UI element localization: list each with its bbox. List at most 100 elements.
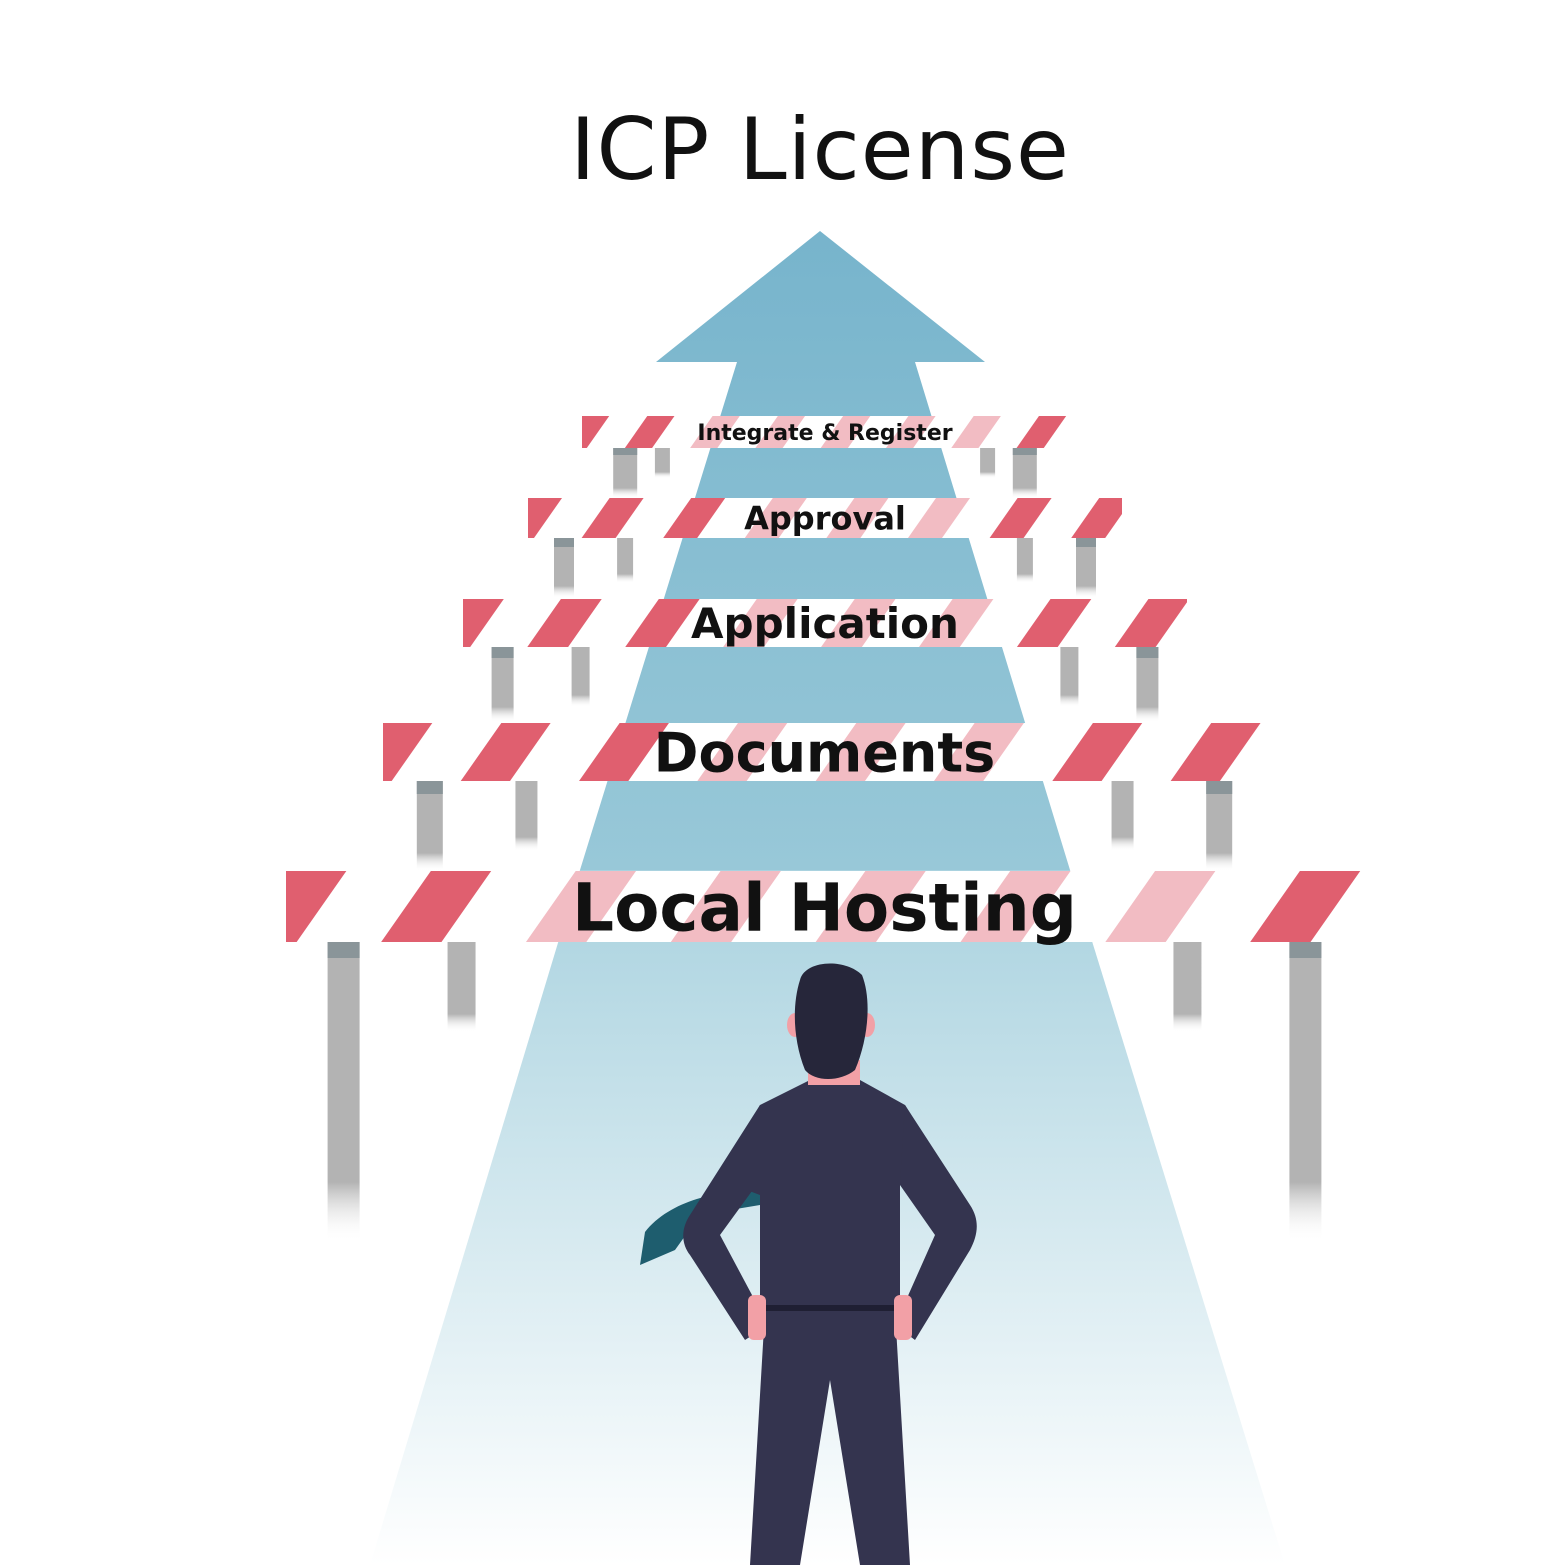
barrier-5: Local Hosting: [286, 869, 1505, 1242]
stripe: [1213, 599, 1287, 647]
barrier-post-inner: [1111, 781, 1134, 851]
stripe: [723, 599, 798, 647]
stripe: [815, 871, 926, 942]
stripe: [579, 723, 669, 781]
barrier-post-cap: [1289, 942, 1322, 958]
stripe: [989, 498, 1052, 538]
barrier-post-inner: [1173, 942, 1202, 1032]
barrier-1: Integrate & Register: [582, 416, 1132, 498]
person-right-hand: [894, 1295, 912, 1340]
barrier-post-inner: [654, 448, 670, 478]
stripe: [286, 871, 347, 942]
stripe: [934, 723, 1024, 781]
stripe: [582, 416, 610, 448]
person-right-arm: [895, 1105, 977, 1340]
stripe: [1289, 723, 1379, 781]
stripe: [670, 871, 781, 942]
stripe: [755, 416, 806, 448]
stripe: [951, 416, 1001, 448]
stripe: [1114, 599, 1187, 647]
stripe: [690, 416, 740, 448]
barriers: Integrate & RegisterApprovalApplicationD…: [286, 416, 1505, 1242]
stripe: [383, 723, 433, 781]
barrier-post-cap: [1136, 647, 1159, 658]
stripe: [625, 599, 700, 647]
barrier-post: [1012, 448, 1037, 498]
barrier-post: [491, 647, 514, 722]
barrier-post: [554, 538, 574, 598]
stripe: [1052, 723, 1143, 781]
barrier-label: Application: [691, 599, 959, 648]
barrier-post-cap: [491, 647, 514, 658]
barrier-stripes: [383, 723, 1379, 781]
stripe: [624, 416, 675, 448]
barrier-post-cap: [613, 448, 638, 455]
person-head: [794, 963, 868, 1079]
barrier-post-inner: [447, 942, 476, 1032]
barrier-post-cap: [554, 538, 574, 547]
stripe: [815, 723, 906, 781]
barrier-post: [1136, 647, 1159, 722]
stripe: [697, 723, 788, 781]
stripe: [1071, 498, 1122, 538]
person-belt: [760, 1305, 900, 1311]
barrier-post-inner: [515, 781, 538, 851]
barrier-stripes: [286, 871, 1505, 942]
barrier-post: [416, 781, 443, 871]
stripe: [528, 498, 562, 538]
stripe: [1016, 599, 1092, 647]
stripe: [1170, 723, 1261, 781]
stripe: [1395, 871, 1505, 942]
stripe: [919, 599, 994, 647]
arrow-shape: [580, 231, 1070, 870]
stripe: [886, 416, 936, 448]
barrier-post: [1206, 781, 1233, 871]
stripe: [821, 599, 896, 647]
stripe: [581, 498, 644, 538]
stripe: [1082, 416, 1132, 448]
barrier-label: Integrate & Register: [697, 421, 952, 446]
barrier-stripes: [582, 416, 1132, 448]
stripe: [460, 723, 551, 781]
stripe: [525, 871, 637, 942]
barrier-label: Documents: [654, 721, 996, 784]
barrier-post-inner: [1016, 538, 1033, 583]
stripe: [1153, 498, 1215, 538]
barrier-post-inner: [617, 538, 634, 583]
stripe: [1105, 871, 1216, 942]
barrier-label: Local Hosting: [572, 869, 1077, 946]
barrier-stripes: [463, 599, 1287, 647]
barrier-post: [1289, 942, 1322, 1242]
barrier-4: Documents: [383, 721, 1379, 871]
stripe: [1016, 416, 1067, 448]
up-arrow-icon: [580, 231, 1070, 870]
barrier-post-inner: [980, 448, 996, 478]
barrier-post-cap: [327, 942, 360, 958]
stripe: [463, 599, 504, 647]
barrier-post-cap: [416, 781, 443, 794]
stripe: [527, 599, 602, 647]
barrier-post: [327, 942, 360, 1242]
stripe: [826, 498, 889, 538]
person-torso: [720, 1080, 945, 1320]
stripe: [663, 498, 726, 538]
stripe: [960, 871, 1071, 942]
person-legs: [750, 1310, 910, 1565]
stripe: [908, 498, 970, 538]
stripe: [820, 416, 871, 448]
barrier-post-inner: [1060, 647, 1079, 707]
barrier-post-cap: [1206, 781, 1233, 794]
barrier-post: [613, 448, 638, 498]
barrier-post: [1076, 538, 1096, 598]
barrier-3: Application: [463, 599, 1287, 722]
barrier-label: Approval: [744, 500, 906, 538]
person-left-arm: [683, 1105, 768, 1340]
barrier-post-cap: [1012, 448, 1037, 455]
page-title: ICP License: [570, 100, 1070, 200]
barrier-stripes: [528, 498, 1215, 538]
businessman-icon: [640, 963, 977, 1565]
barrier-2: Approval: [528, 498, 1215, 598]
person-left-hand: [748, 1295, 766, 1340]
